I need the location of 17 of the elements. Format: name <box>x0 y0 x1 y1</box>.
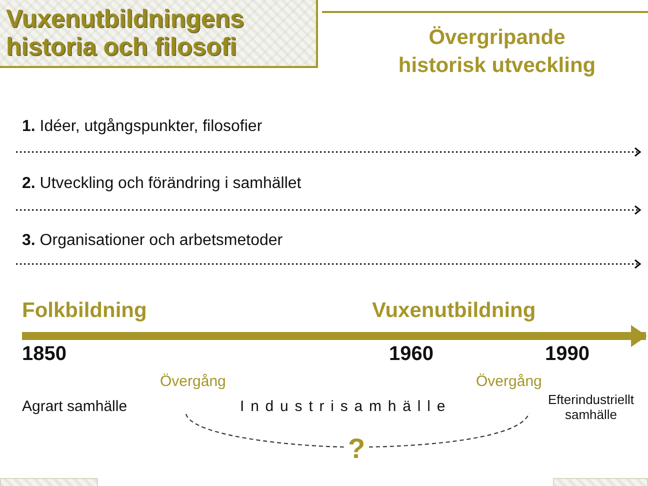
topic-heading: 1. Idéer, utgångspunkter, filosofier <box>22 118 262 136</box>
topic-heading: 2. Utveckling och förändring i samhället <box>22 175 302 194</box>
transition-label: Övergång <box>160 373 226 390</box>
header-title: Vuxenutbildningens historia och filosofi <box>6 5 245 61</box>
year-label: 1990 <box>545 343 590 366</box>
year-label: 1960 <box>389 343 434 366</box>
header-panel <box>0 0 318 68</box>
society-label: Agrart samhälle <box>22 398 128 416</box>
society-label: Industrisamhälle <box>240 398 452 416</box>
slide-heading: Övergripande historisk utveckling <box>397 25 597 79</box>
question-mark: ? <box>348 433 366 466</box>
topic-heading: 3. Organisationer och arbetsmetoder <box>22 232 283 250</box>
transition-label: Övergång <box>476 373 542 390</box>
era-label: Vuxenutbildning <box>372 299 536 324</box>
society-label: Efterindustriellt samhälle <box>547 393 635 423</box>
year-label: 1850 <box>22 343 66 366</box>
era-label: Folkbildning <box>22 299 147 324</box>
